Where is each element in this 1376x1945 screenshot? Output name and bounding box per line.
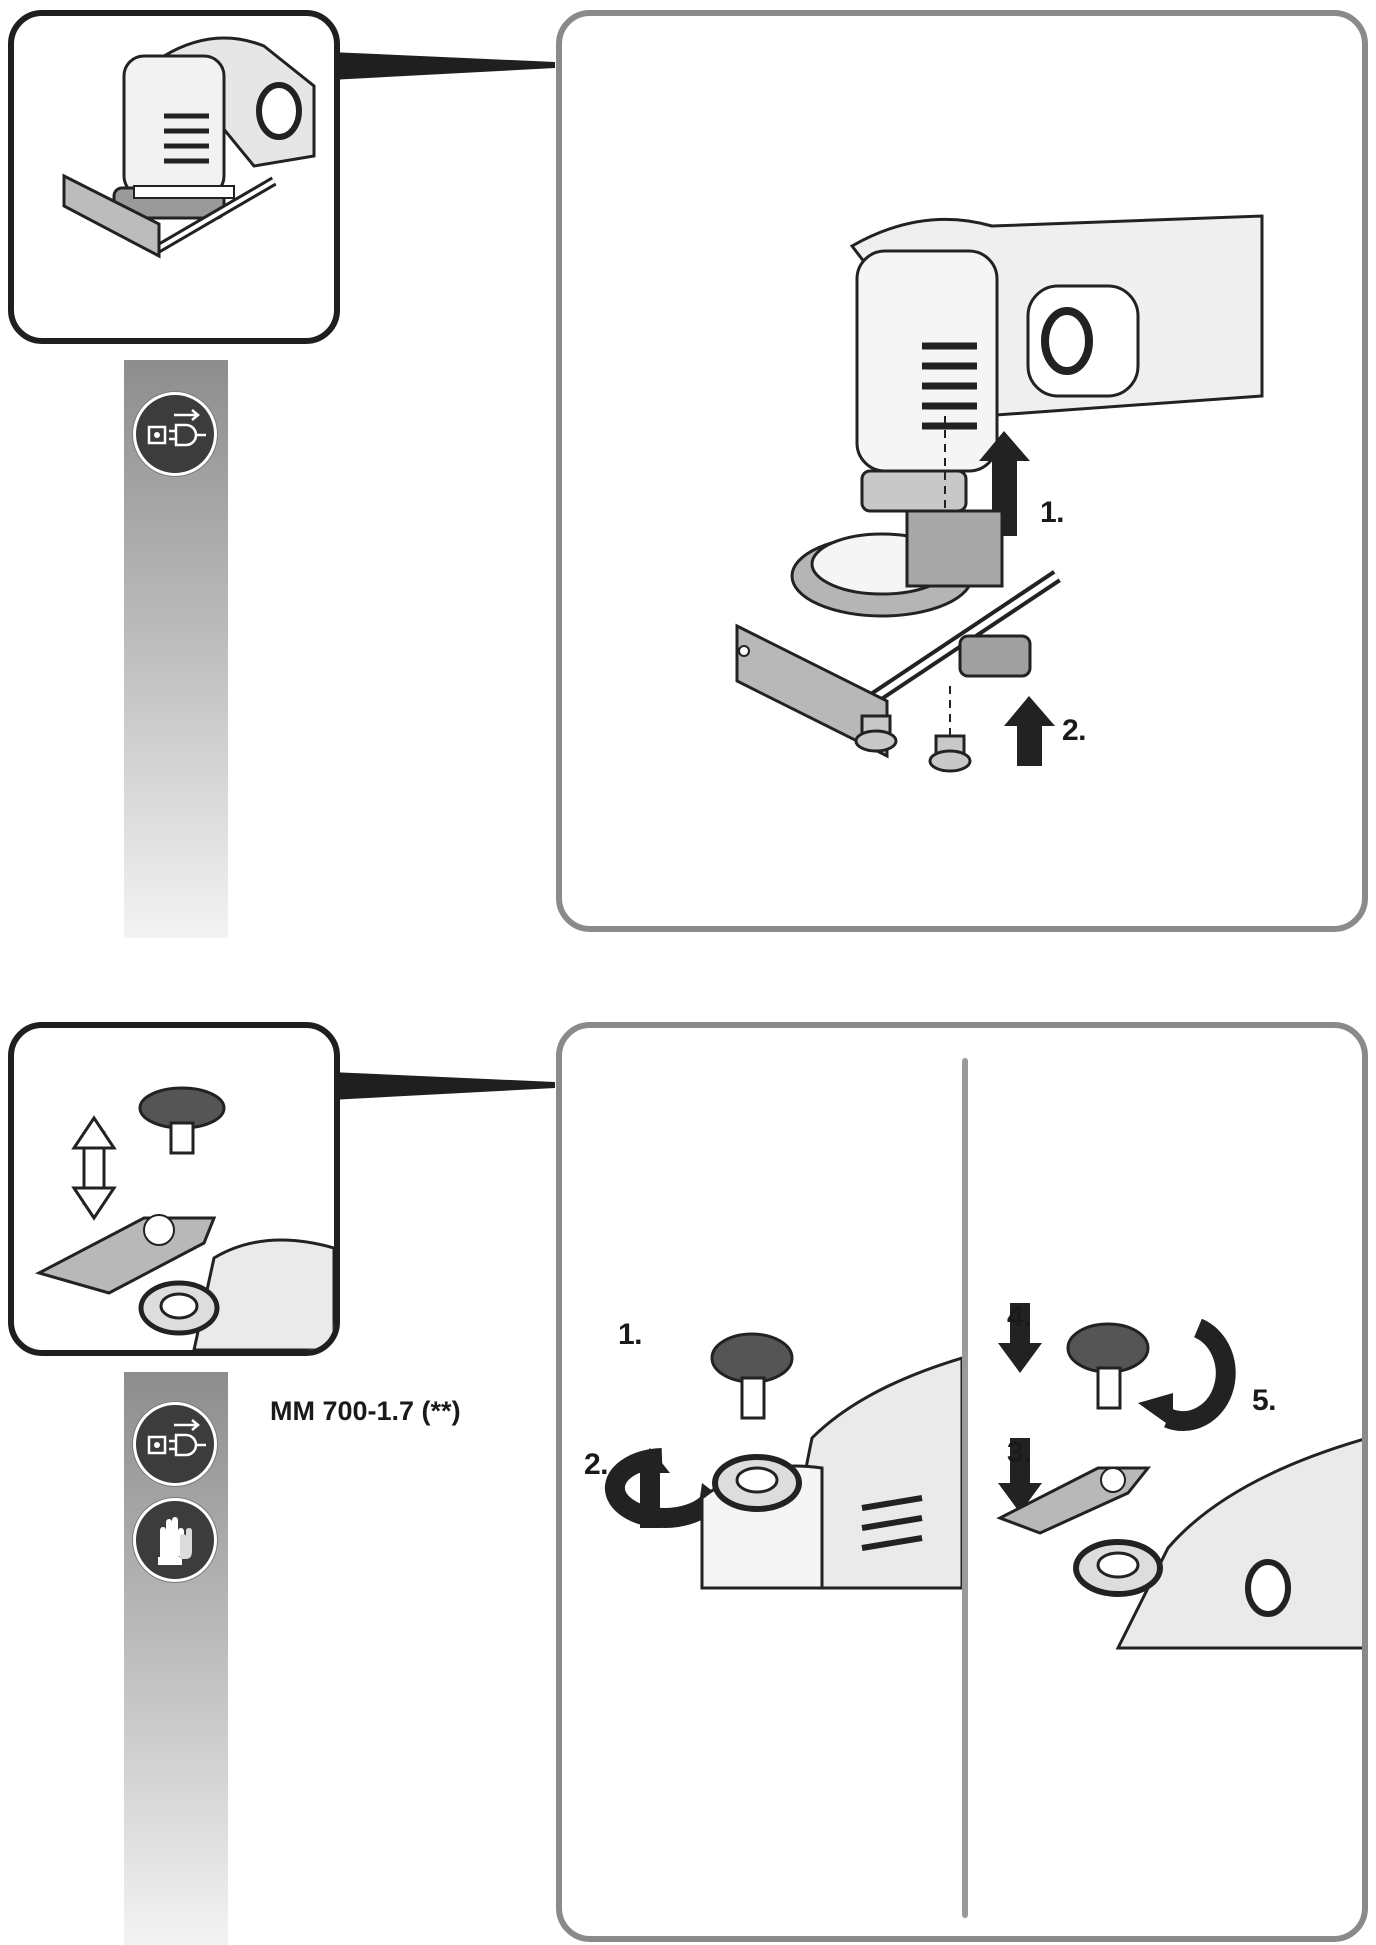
panel-divider: [962, 1058, 968, 1918]
tool-with-guide-illustration: [62, 36, 316, 259]
left-step-label-2: 2.: [584, 1448, 609, 1481]
step-label-2: 2.: [1062, 714, 1087, 747]
unplug-icon: [133, 392, 217, 476]
right-step-label-4: 4.: [1007, 1300, 1032, 1333]
callout-wedge-1: [330, 52, 555, 80]
right-step-label-3: 3.: [1007, 1436, 1032, 1469]
step-label-1: 1.: [1040, 496, 1065, 529]
model-label: MM 700-1.7 (**): [270, 1396, 461, 1426]
guide-removal-illustration: [735, 214, 1264, 773]
thumbnail-1: [8, 10, 340, 344]
right-step-label-5: 5.: [1252, 1384, 1277, 1417]
thumbnail-2: [8, 1022, 340, 1356]
blade-change-illustration: [34, 1086, 334, 1350]
blade-install-illustration: [996, 1303, 1362, 1650]
left-step-label-1: 1.: [618, 1318, 643, 1351]
panel-2: 1. 2. 4. 3. 5.: [556, 1022, 1368, 1942]
unplug-icon: [133, 1402, 217, 1486]
gloves-icon: [133, 1498, 217, 1582]
blade-removal-illustration: [604, 1332, 962, 1590]
callout-wedge-2: [330, 1072, 555, 1100]
panel-1: 1. 2.: [556, 10, 1368, 932]
